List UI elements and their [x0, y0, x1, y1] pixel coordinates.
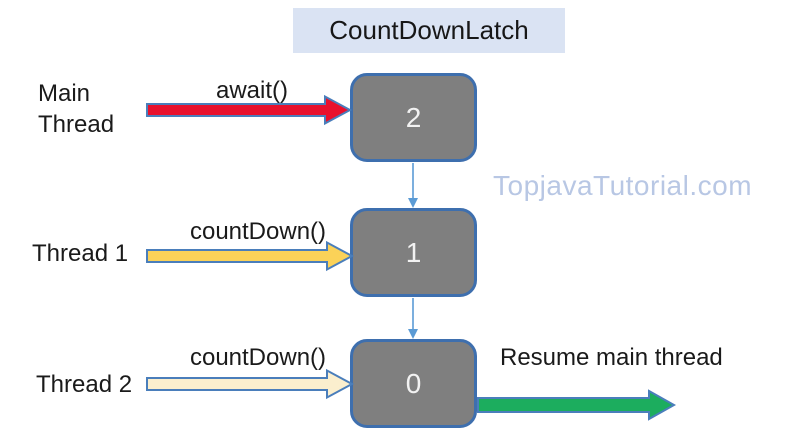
- latch-box-count-1: 1: [350, 208, 477, 297]
- resume-main-thread-label: Resume main thread: [500, 344, 723, 371]
- connector-arrow-1-to-0-icon: [408, 298, 418, 339]
- thread2-label: Thread 2: [36, 371, 133, 398]
- connector-arrow-2-to-1-icon: [408, 163, 418, 208]
- latch-box-count-2: 2: [350, 73, 477, 162]
- latch-box-count-0: 0: [350, 339, 477, 428]
- await-arrow-icon: [146, 94, 353, 126]
- latch-count-value: 2: [405, 101, 422, 133]
- countdown1-call-label: countDown(): [189, 218, 327, 245]
- latch-count-value: 1: [405, 236, 422, 268]
- countdown2-call-label: countDown(): [189, 344, 327, 371]
- main-thread-label: Main Thread: [38, 80, 115, 138]
- thread1-label: Thread 1: [32, 240, 129, 267]
- resume-arrow-icon: [477, 389, 677, 421]
- diagram-title: CountDownLatch: [329, 15, 529, 45]
- await-call-label: await(): [215, 77, 288, 104]
- latch-count-value: 0: [405, 367, 422, 399]
- watermark: TopjavaTutorial.com: [493, 170, 753, 201]
- countdown2-arrow-icon: [146, 368, 355, 400]
- title-box: CountDownLatch: [293, 8, 565, 53]
- countdown1-arrow-icon: [146, 240, 355, 272]
